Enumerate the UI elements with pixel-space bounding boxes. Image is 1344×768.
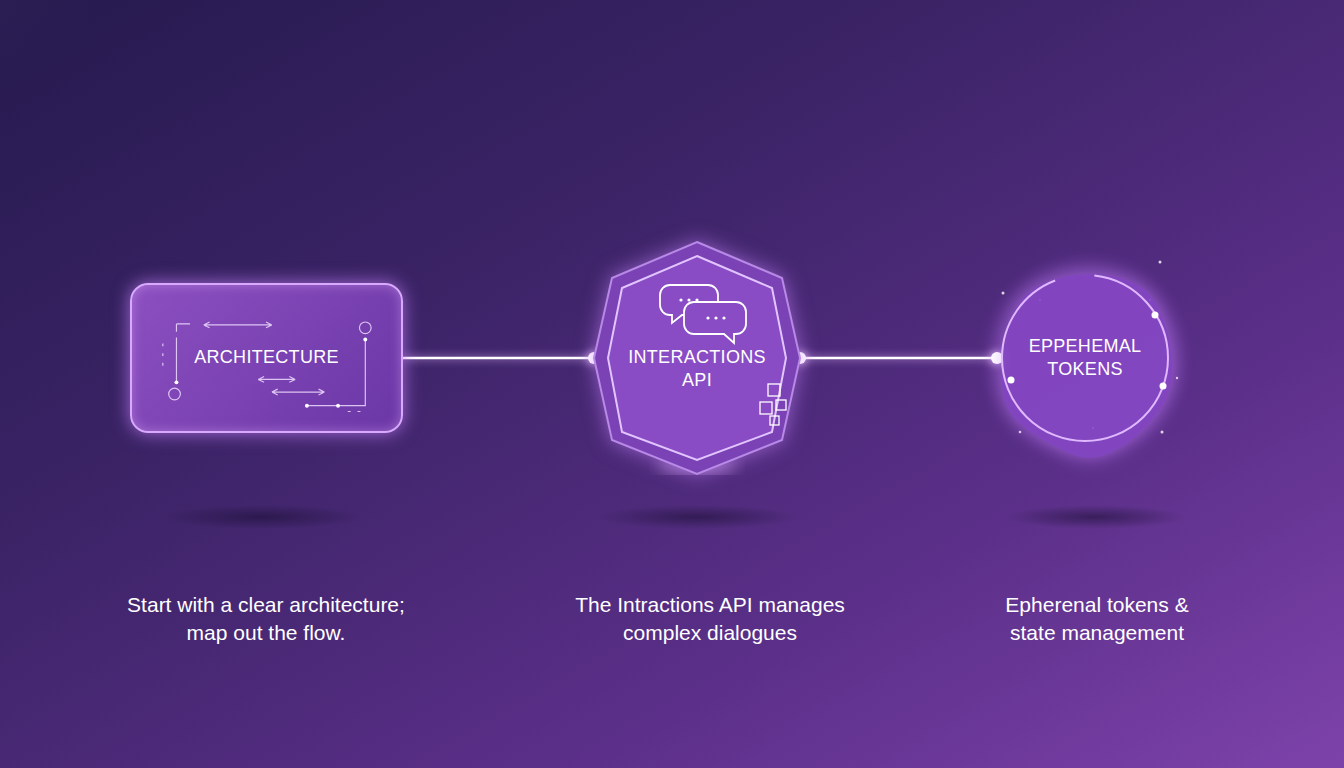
blob-node: EPPEHEMAL TOKENS — [990, 268, 1180, 448]
process-box: ARCHITECTURE — [130, 283, 403, 433]
corner-glow — [0, 0, 160, 160]
connector-line — [800, 357, 997, 360]
blob-shape — [990, 268, 1180, 448]
shadow — [597, 505, 797, 529]
shadow — [162, 505, 362, 529]
node-label: INTERACTIONS API — [615, 346, 780, 393]
caption-text: Start with a clear architecture; map out… — [106, 591, 426, 648]
caption-text: Epherenal tokens & state management — [990, 591, 1205, 648]
node-label: EPPEHEMAL TOKENS — [1020, 335, 1150, 382]
caption-text: The Intractions API manages complex dial… — [560, 591, 860, 648]
shadow — [1005, 505, 1185, 529]
octagon-node: INTERACTIONS API — [582, 240, 812, 476]
connector-line — [403, 357, 594, 360]
node-label: ARCHITECTURE — [194, 346, 339, 369]
